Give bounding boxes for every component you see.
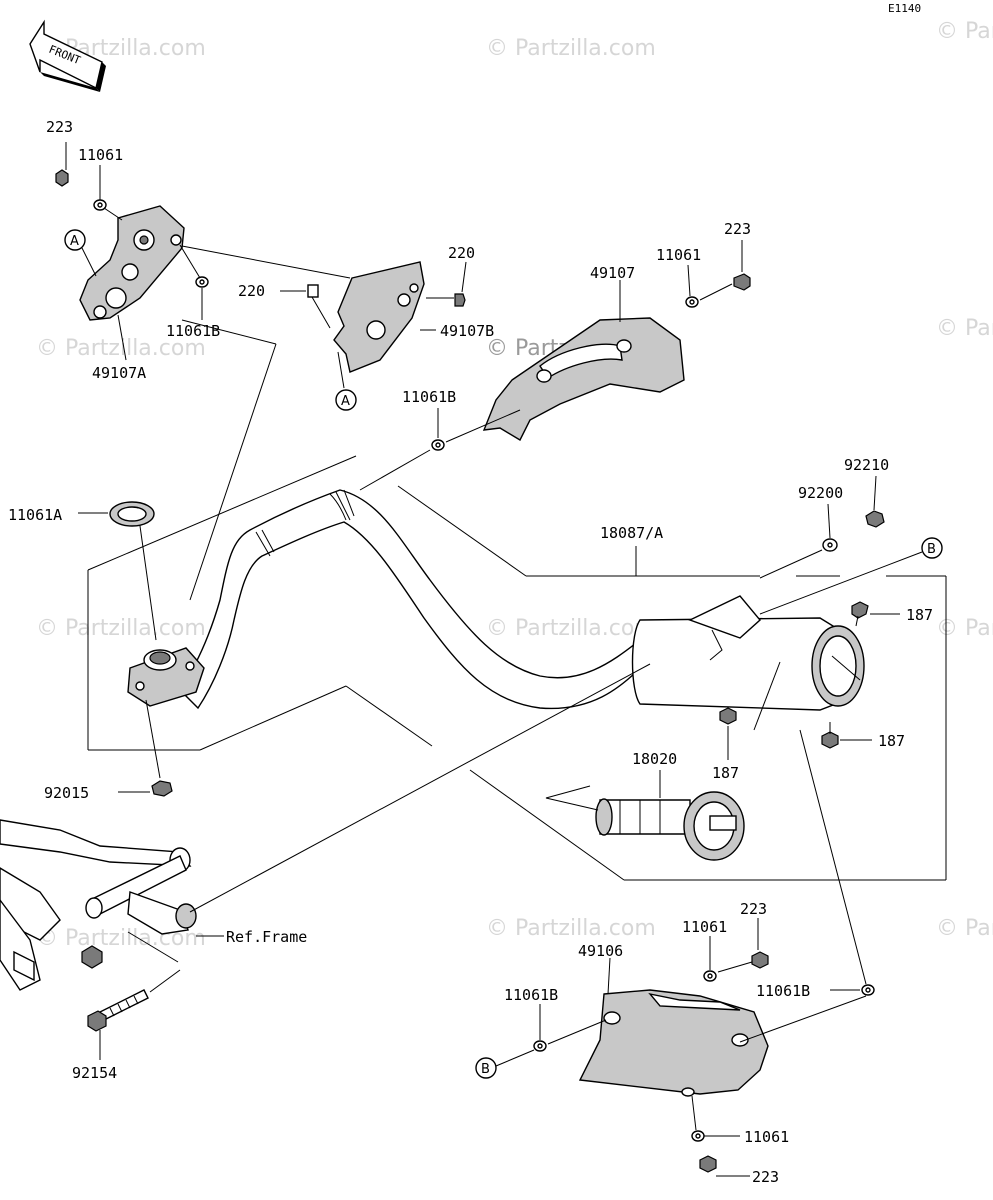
part-label-92015[interactable]: 92015 [44, 784, 89, 802]
exhaust-flange [127, 647, 205, 707]
bolt-92154 [87, 989, 149, 1032]
part-label-92210[interactable]: 92210 [844, 456, 889, 474]
part-label-92154[interactable]: 92154 [72, 1064, 117, 1082]
heat-guard-49107B [333, 261, 425, 373]
washer-11061B [861, 984, 875, 996]
part-label-11061[interactable]: 11061 [744, 1128, 789, 1146]
watermark: © Partzilla.com [36, 616, 206, 641]
nut-92210 [865, 510, 885, 528]
part-label-18020[interactable]: 18020 [632, 750, 677, 768]
watermark: © Partzilla.com [936, 916, 993, 941]
part-label-220[interactable]: 220 [448, 244, 475, 262]
heat-guard-49107A [79, 205, 185, 321]
callout-A: A [335, 389, 357, 411]
screw-220 [454, 293, 466, 307]
part-label-11061[interactable]: 11061 [78, 146, 123, 164]
watermark: © Partzilla.com [936, 316, 993, 341]
svg-text:B: B [481, 1062, 490, 1077]
part-label-11061[interactable]: 11061 [656, 246, 701, 264]
watermark: © Partzilla.com [486, 616, 656, 641]
svg-text:A: A [341, 394, 350, 409]
part-label-223[interactable]: 223 [46, 118, 73, 136]
callout-B: B [759, 537, 943, 615]
part-label-187[interactable]: 187 [712, 764, 739, 782]
spark-arrester-18020 [595, 791, 745, 861]
watermarks: © Partzilla.com © Partzilla.com © Partzi… [36, 19, 993, 951]
part-label-11061B[interactable]: 11061B [166, 322, 220, 340]
watermark: © Partzilla.com [486, 36, 656, 61]
callout-A: A [64, 229, 97, 277]
part-label-92200[interactable]: 92200 [798, 484, 843, 502]
washer-11061 [703, 970, 717, 982]
watermark: © Partzilla.com [936, 616, 993, 641]
svg-text:A: A [70, 234, 79, 249]
part-label-49107[interactable]: 49107 [590, 264, 635, 282]
bolt-187 [821, 722, 839, 749]
part-label-223[interactable]: 223 [740, 900, 767, 918]
nut-92015 [151, 780, 173, 797]
reference-frame [0, 819, 197, 991]
watermark: © Partzilla.com [486, 916, 656, 941]
part-label-18087A[interactable]: 18087/A [600, 524, 663, 542]
part-label-187[interactable]: 187 [906, 606, 933, 624]
gasket-11061A [109, 501, 155, 527]
heat-guard-49106 [578, 989, 769, 1097]
bolt-223 [751, 951, 769, 969]
washer-11061B [533, 1040, 547, 1052]
heat-guard-49107 [482, 317, 685, 441]
part-label-11061B[interactable]: 11061B [756, 982, 810, 1000]
part-label-49107A[interactable]: 49107A [92, 364, 146, 382]
bolt-187 [719, 707, 737, 725]
part-label-223[interactable]: 223 [724, 220, 751, 238]
part-label-220[interactable]: 220 [238, 282, 265, 300]
bolt-223 [733, 273, 751, 291]
muffler [631, 595, 865, 711]
watermark: © Partzilla.com [36, 336, 206, 361]
assembly-bracket-18087A [87, 455, 947, 881]
part-label-49106[interactable]: 49106 [578, 942, 623, 960]
washer-11061B [195, 276, 209, 288]
washer-11061 [691, 1130, 705, 1142]
part-label-ref-frame[interactable]: Ref.Frame [226, 928, 307, 946]
washer-11061 [685, 296, 699, 308]
part-label-49107B[interactable]: 49107B [440, 322, 494, 340]
callout-B: B [475, 1057, 497, 1079]
part-label-187[interactable]: 187 [878, 732, 905, 750]
washer-92200 [822, 538, 838, 552]
part-label-11061B[interactable]: 11061B [402, 388, 456, 406]
part-label-11061A[interactable]: 11061A [8, 506, 62, 524]
svg-text:B: B [927, 542, 936, 557]
screw-220 [307, 284, 319, 298]
bolt-223 [699, 1155, 717, 1173]
bolt-187 [851, 601, 869, 627]
exhaust-pipe [179, 489, 649, 710]
diagram-code: E1140 [888, 2, 921, 15]
watermark: © Partzilla.com [936, 19, 993, 44]
bolt-223 [55, 169, 69, 187]
washer-11061B [431, 439, 445, 451]
part-label-11061B[interactable]: 11061B [504, 986, 558, 1004]
part-label-11061[interactable]: 11061 [682, 918, 727, 936]
part-label-223[interactable]: 223 [752, 1168, 779, 1186]
